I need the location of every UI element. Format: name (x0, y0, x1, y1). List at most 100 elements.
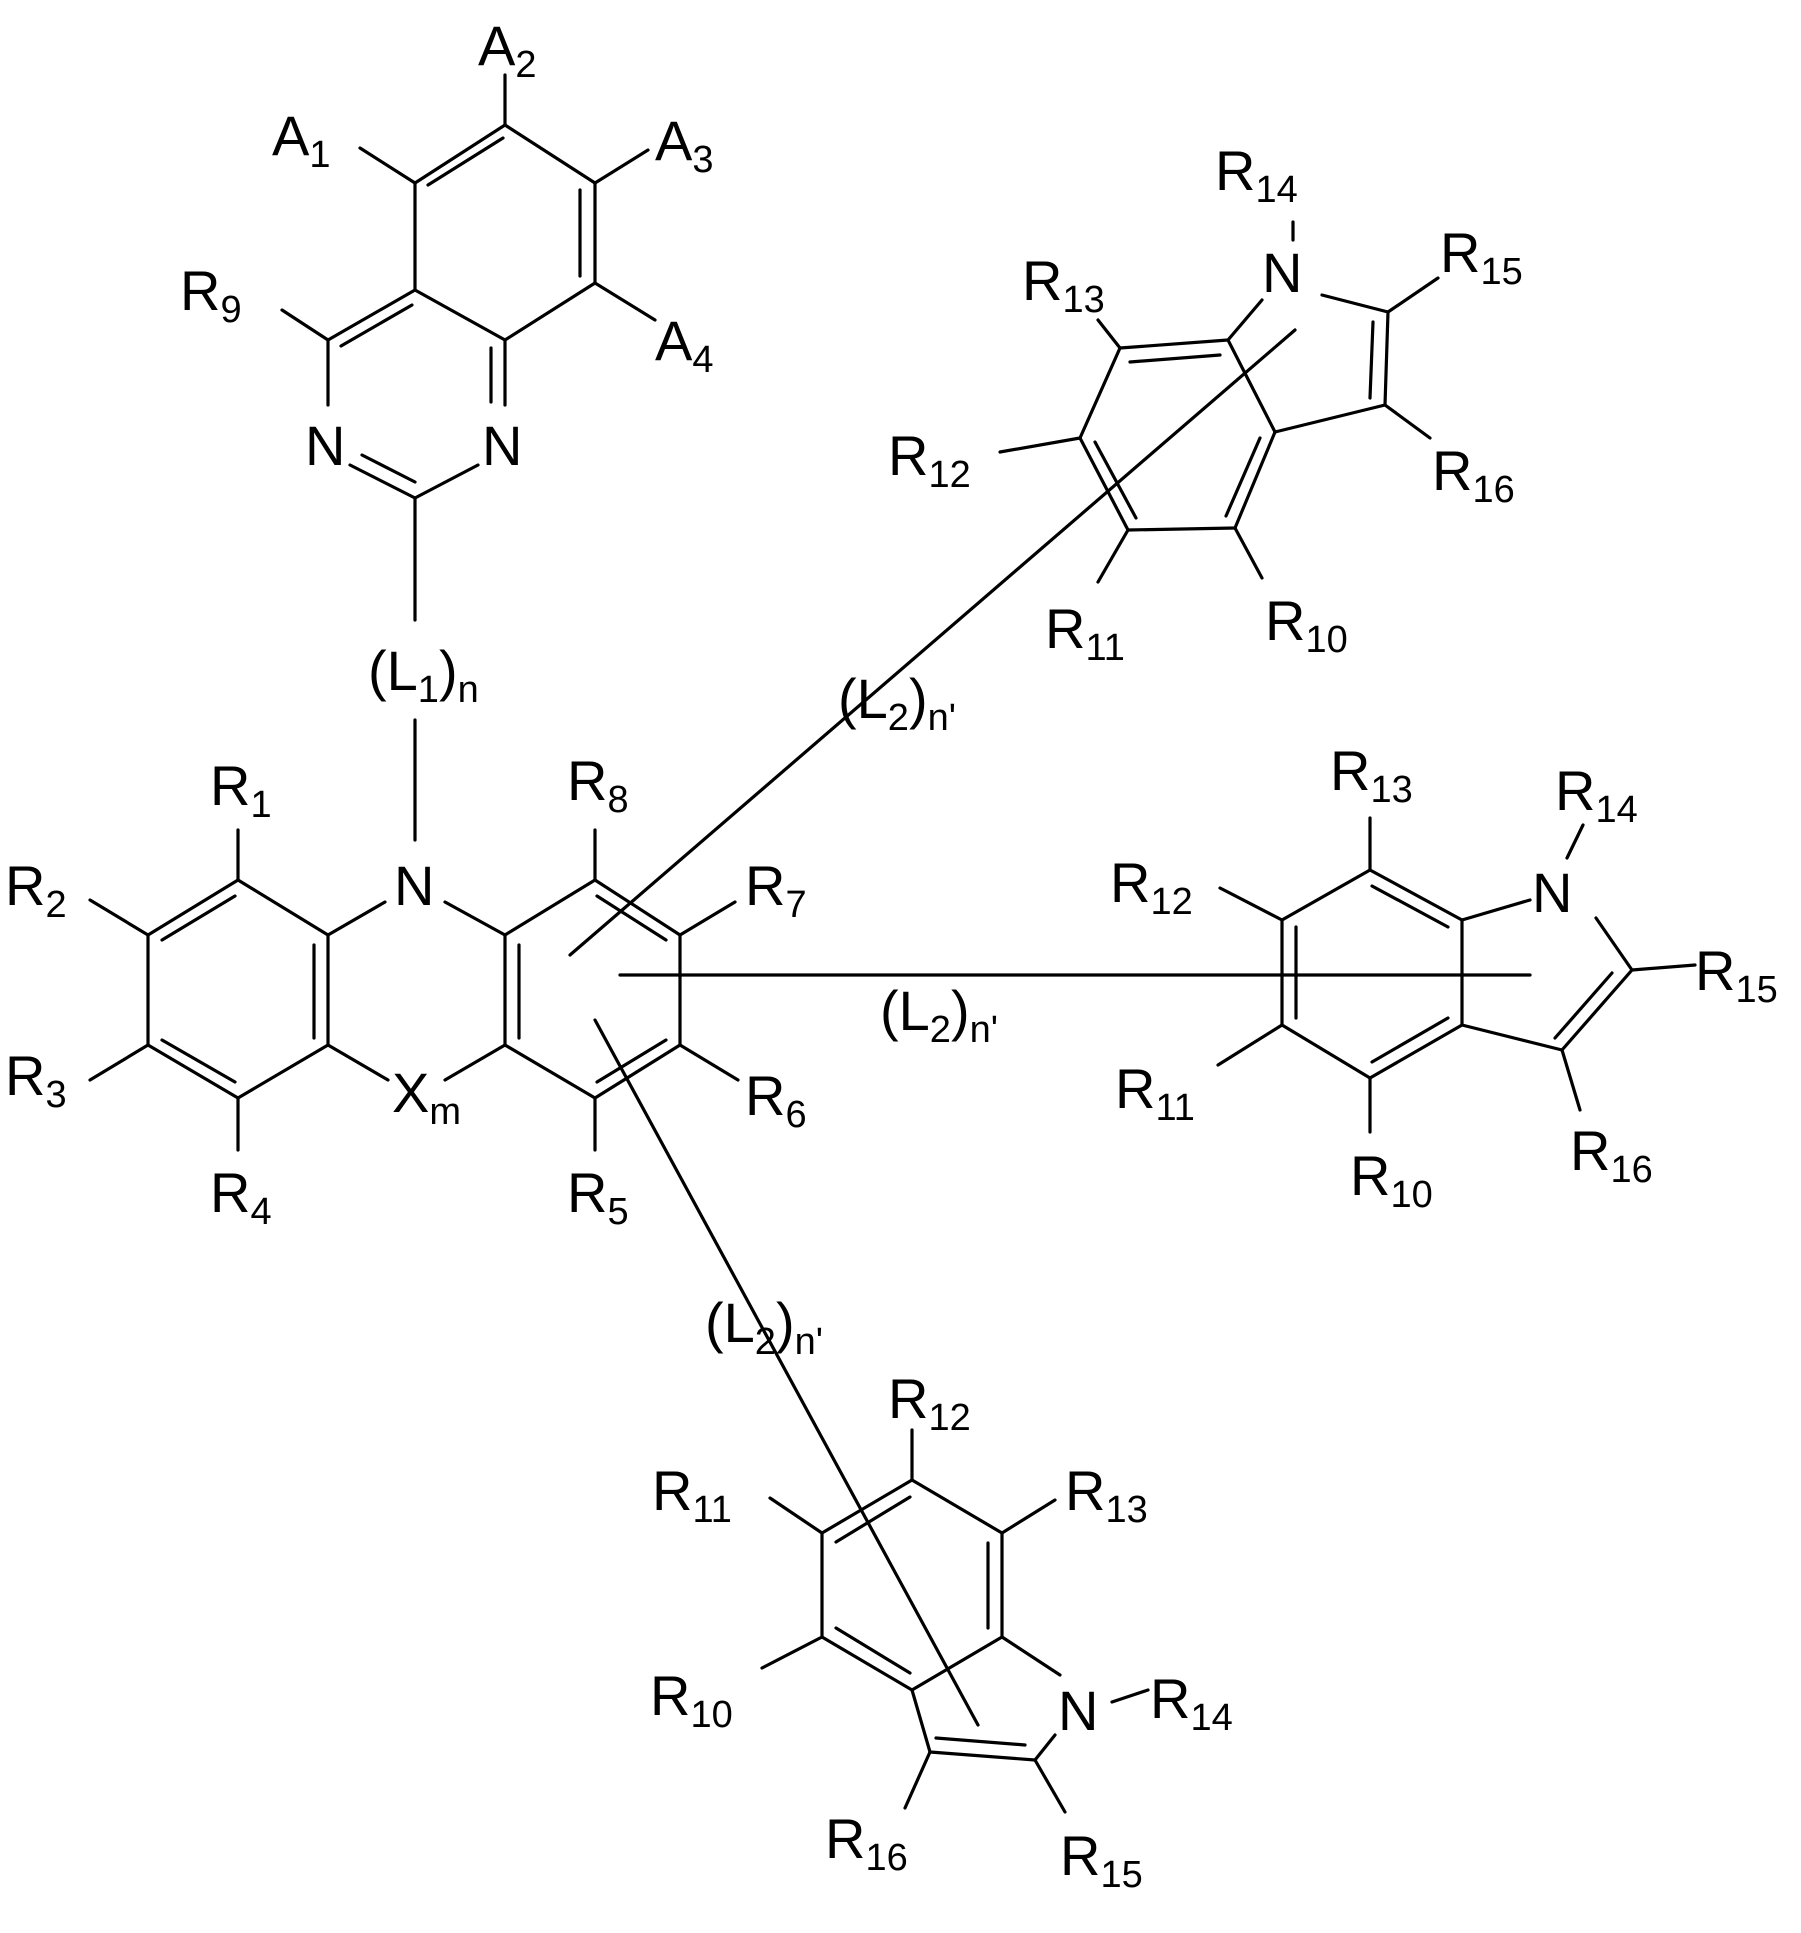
bond (1235, 528, 1262, 578)
label-l1-linker: (L1)n (368, 639, 479, 711)
double-bond-inner (1555, 973, 1612, 1038)
bond (1462, 1025, 1562, 1050)
bond (360, 148, 415, 183)
bond (415, 465, 478, 498)
bond (505, 880, 595, 935)
bond (445, 902, 505, 935)
label-l2-middle: (L2)n' (880, 979, 998, 1051)
bond (905, 1752, 930, 1808)
label-n-core: N (394, 854, 434, 917)
label-l2-upper: (L2)n' (838, 667, 956, 739)
label-indole-lower-n: N (1058, 1679, 1098, 1742)
linker-line-upper (570, 330, 1295, 955)
bond (1120, 340, 1228, 348)
label-r3: R3 (5, 1044, 67, 1116)
bond (1370, 1025, 1462, 1078)
bond (1562, 1050, 1580, 1110)
bond (1080, 348, 1120, 438)
bond (1098, 530, 1128, 582)
label-indole-middle-r12: R12 (1110, 851, 1193, 923)
indole-upper: N R14 R15 R16 R10 R11 R12 R13 (888, 139, 1523, 669)
bond (1080, 438, 1128, 530)
bond (505, 125, 595, 183)
bond (1567, 825, 1583, 858)
bond (770, 1498, 822, 1533)
label-a4: A4 (655, 309, 714, 381)
bond (1275, 405, 1385, 432)
bond (1385, 312, 1388, 405)
bond (505, 283, 595, 340)
bond (1128, 528, 1235, 530)
bond (238, 880, 328, 935)
label-indole-middle-r13: R13 (1330, 739, 1413, 811)
bond (148, 1045, 238, 1098)
label-indole-upper-r15: R15 (1440, 221, 1523, 293)
bond (595, 283, 655, 320)
label-r5: R5 (567, 1161, 629, 1233)
bond (1112, 1690, 1148, 1702)
label-n-quinazoline-2: N (482, 414, 522, 477)
label-a1: A1 (272, 104, 331, 176)
bond (1282, 1025, 1370, 1078)
bond (328, 902, 385, 935)
label-indole-lower-r15: R15 (1060, 1824, 1143, 1896)
label-indole-lower-r10: R10 (650, 1664, 733, 1736)
label-a3: A3 (655, 109, 714, 181)
bond (1370, 870, 1462, 920)
bond (148, 880, 238, 935)
label-x-m: Xm (392, 1061, 461, 1133)
label-indole-middle-r11: R11 (1115, 1057, 1195, 1129)
bond (1228, 300, 1262, 340)
label-indole-middle-r14: R14 (1555, 759, 1638, 831)
bond (1388, 278, 1438, 312)
label-indole-lower-r12: R12 (888, 1367, 971, 1439)
bond (1632, 965, 1695, 970)
label-a2: A2 (478, 14, 537, 86)
bond (930, 1752, 1035, 1760)
bond (1385, 405, 1430, 438)
bond (1562, 970, 1632, 1050)
bond (1218, 1025, 1282, 1065)
label-indole-middle-n: N (1532, 861, 1572, 924)
label-indole-lower-r11: R11 (652, 1459, 732, 1531)
bond (912, 1637, 1002, 1690)
label-indole-middle-r16: R16 (1570, 1119, 1653, 1191)
indole-middle: N R14 R15 R16 R10 R11 R12 R13 (1110, 739, 1778, 1216)
label-r7: R7 (745, 854, 807, 926)
bond (90, 1045, 148, 1080)
label-indole-upper-r10: R10 (1265, 589, 1348, 661)
bond (822, 1480, 912, 1533)
indole-lower: N R14 R15 R16 R10 R11 R12 R13 (650, 1367, 1233, 1896)
bond (282, 310, 328, 340)
label-r1: R1 (210, 754, 272, 826)
double-bond-inner (1130, 355, 1220, 362)
label-indole-lower-r13: R13 (1065, 1459, 1148, 1531)
label-n-quinazoline-1: N (305, 414, 345, 477)
label-r4: R4 (210, 1161, 272, 1233)
bond (90, 900, 148, 935)
bond (762, 1637, 822, 1668)
label-indole-upper-r14: R14 (1215, 139, 1298, 211)
label-indole-middle-r15: R15 (1695, 939, 1778, 1011)
label-indole-upper-r11: R11 (1045, 597, 1125, 669)
double-bond-inner (1370, 322, 1373, 398)
label-indole-middle-r10: R10 (1350, 1144, 1433, 1216)
bond (595, 880, 680, 935)
bond (595, 150, 648, 183)
double-bond-inner (936, 1738, 1025, 1745)
label-indole-upper-r12: R12 (888, 424, 971, 496)
label-l2-lower: (L2)n' (705, 1291, 823, 1363)
bond (1462, 900, 1530, 920)
bond (680, 902, 735, 935)
bond (1098, 320, 1120, 348)
bond (328, 290, 415, 340)
label-r2: R2 (5, 854, 67, 926)
bond (1002, 1500, 1055, 1533)
bond (822, 1637, 912, 1690)
label-indole-upper-r16: R16 (1432, 439, 1515, 511)
bond (505, 1045, 595, 1098)
bond (1035, 1760, 1065, 1812)
bond (1282, 870, 1370, 920)
bond (1220, 888, 1282, 920)
